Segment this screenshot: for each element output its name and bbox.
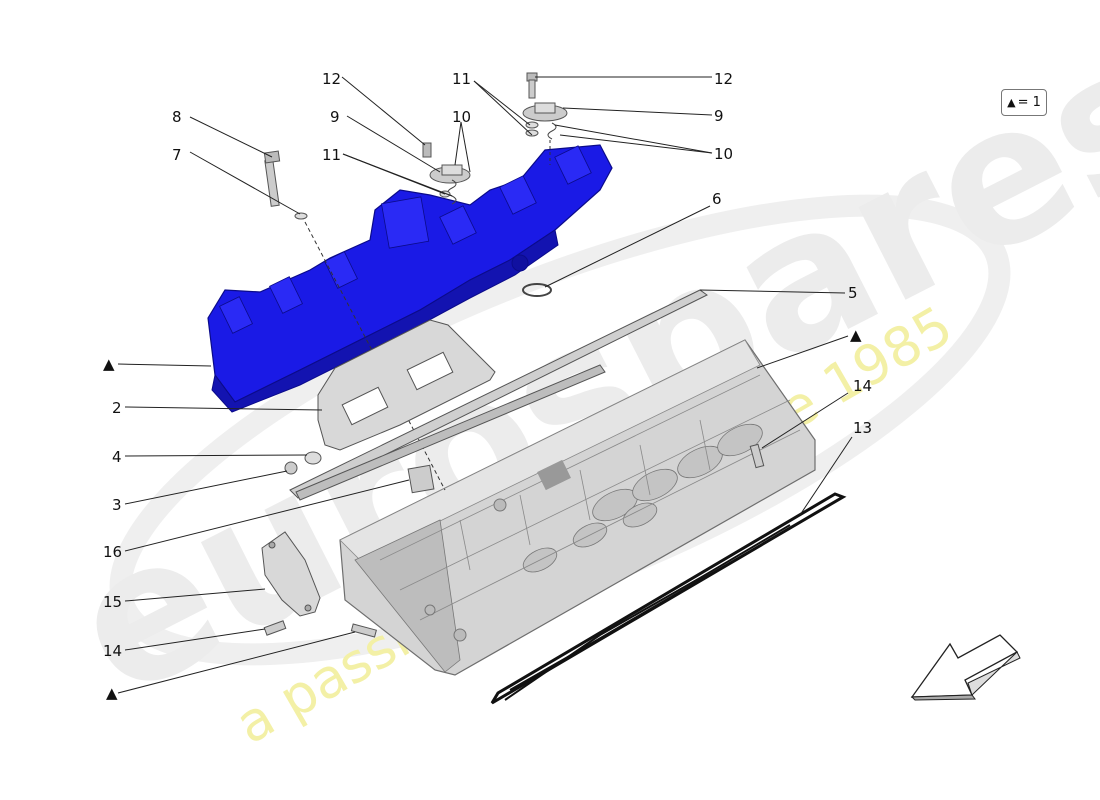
callout-10-right: 10 — [714, 145, 733, 163]
direction-arrow-icon — [910, 634, 1021, 701]
callout-9-right: 9 — [714, 107, 724, 125]
callout-12-left: 12 — [322, 70, 341, 88]
callout-13: 13 — [853, 419, 872, 437]
callout-triangle-left-bottom: ▲ — [106, 684, 118, 702]
callout-9-left: 9 — [330, 108, 340, 126]
callout-8: 8 — [172, 108, 182, 126]
callout-5: 5 — [848, 284, 858, 302]
callout-4: 4 — [112, 448, 122, 466]
callout-12-right: 12 — [714, 70, 733, 88]
legend-box: ▲ = 1 — [1001, 89, 1047, 116]
leader-lines — [117, 76, 853, 694]
callout-6: 6 — [712, 190, 722, 208]
callout-11-right: 11 — [452, 70, 471, 88]
callout-triangle-left-top: ▲ — [103, 355, 115, 373]
valve-cover-highlighted — [207, 144, 613, 413]
callout-triangle-right: ▲ — [850, 326, 862, 344]
callout-3: 3 — [112, 496, 122, 514]
callout-15: 15 — [103, 593, 122, 611]
callout-11-left: 11 — [322, 146, 341, 164]
head-gasket — [490, 492, 847, 705]
legend-text: = 1 — [1017, 95, 1041, 110]
callout-10-left: 10 — [452, 108, 471, 126]
small-parts — [261, 72, 765, 638]
callout-16: 16 — [103, 543, 122, 561]
callout-14-left: 14 — [103, 642, 122, 660]
callout-7: 7 — [172, 146, 182, 164]
callout-14-right: 14 — [853, 377, 872, 395]
callout-labels: 8 7 12 9 10 11 11 12 9 10 6 5 ▲ ▲ 2 4 3 … — [103, 70, 872, 702]
triangle-marker-icon: ▲ — [1007, 96, 1016, 109]
cylinder-head — [339, 339, 816, 676]
callout-2: 2 — [112, 399, 122, 417]
